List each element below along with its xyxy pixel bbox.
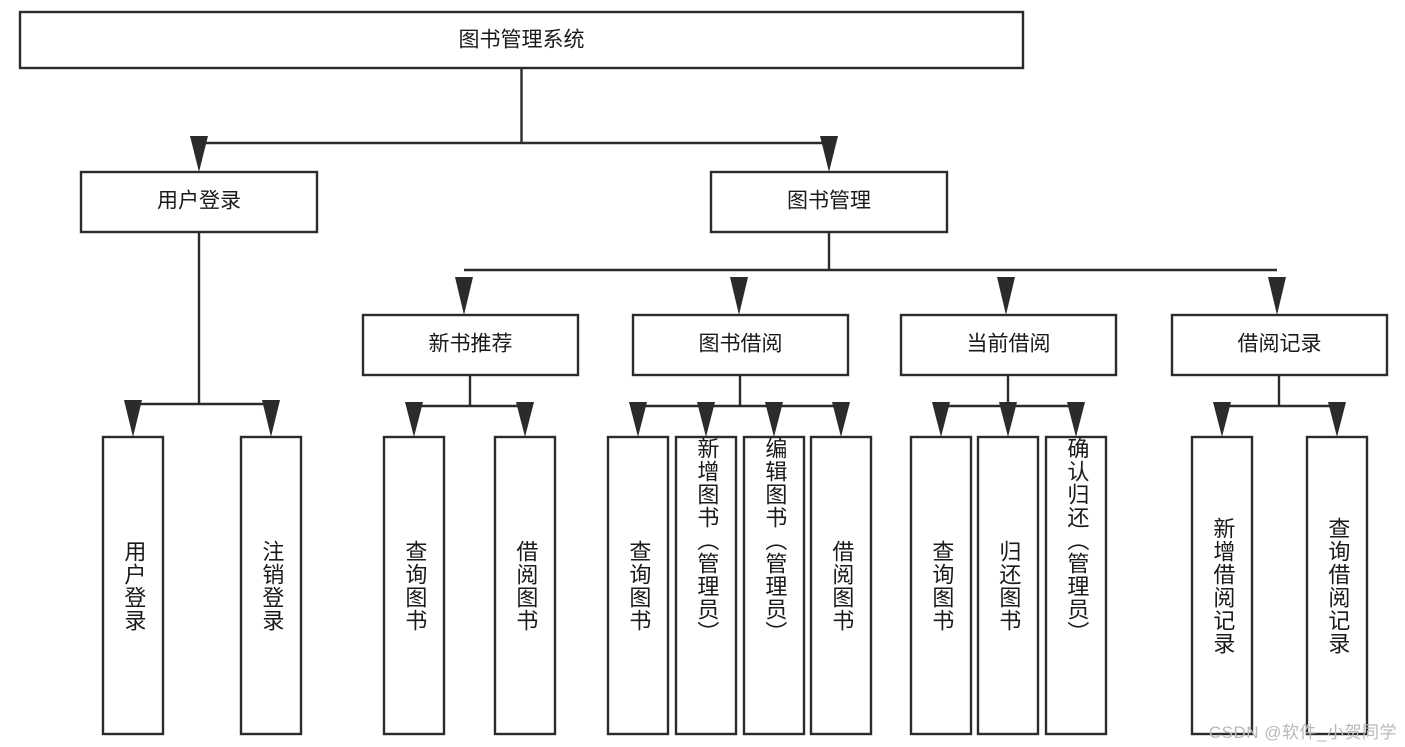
leaf-book-borrow-1-box[interactable] [606,435,670,736]
arrow-userlogin-leaf-2 [262,400,280,437]
arrow-borrow-leaf-2 [697,402,715,437]
arrow-current-leaf-3 [1067,402,1085,437]
arrow-borrow-leaf-3 [765,402,783,437]
leaf-current-borrow-3-box[interactable] [1044,435,1108,736]
arrow-borrow-leaf-1 [629,402,647,437]
node-book-borrow-box[interactable] [631,313,850,377]
node-root-label: 图书管理系统 [459,29,585,52]
node-book-management-label: 图书管理 [787,190,871,213]
node-borrow-record-box[interactable] [1170,313,1389,377]
arrow-newbook-leaf-1 [405,402,423,437]
arrow-current-leaf-2 [999,402,1017,437]
arrow-record-leaf-1 [1213,402,1231,437]
node-new-book-recommend-label: 新书推荐 [429,333,513,356]
node-box-group [18,10,1389,736]
node-label-group: 图书管理系统 用户登录 图书管理 新书推荐 图书借阅 当前借阅 借阅记录 [157,29,1322,356]
leaf-user-login-1-box[interactable] [101,435,165,736]
arrow-level2-current [997,277,1015,315]
arrow-userlogin-leaf-1 [124,400,142,437]
node-root-box[interactable] [18,10,1025,70]
connector-group [124,68,1346,437]
node-user-login-box[interactable] [79,170,319,234]
arrow-current-leaf-1 [932,402,950,437]
leaf-book-borrow-4-box[interactable] [809,435,873,736]
arrow-level1-book [820,136,838,172]
node-current-borrow-box[interactable] [899,313,1118,377]
arrow-borrow-leaf-4 [832,402,850,437]
leaf-current-borrow-1-box[interactable] [909,435,973,736]
node-current-borrow-label: 当前借阅 [967,333,1051,356]
node-book-management-box[interactable] [709,170,949,234]
node-borrow-record-label: 借阅记录 [1238,333,1322,356]
arrow-record-leaf-2 [1328,402,1346,437]
leaf-book-borrow-2-box[interactable] [674,435,738,736]
leaf-borrow-record-1-box[interactable] [1190,435,1254,736]
arrow-newbook-leaf-2 [516,402,534,437]
watermark-label: CSDN @软件_小贺同学 [1208,723,1397,742]
arrow-level2-record [1268,277,1286,315]
leaf-current-borrow-2-box[interactable] [976,435,1040,736]
arrow-level2-borrow [730,277,748,315]
leaf-book-borrow-3-box[interactable] [742,435,806,736]
node-new-book-recommend-box[interactable] [361,313,580,377]
arrow-level2-newbook [455,277,473,315]
leaf-borrow-record-2-box[interactable] [1305,435,1369,736]
leaf-user-login-2-box[interactable] [239,435,303,736]
arrow-level1-user [190,136,208,172]
leaf-new-book-2-box[interactable] [493,435,557,736]
node-user-login-label: 用户登录 [157,190,241,213]
node-book-borrow-label: 图书借阅 [699,333,783,356]
leaf-new-book-1-box[interactable] [382,435,446,736]
